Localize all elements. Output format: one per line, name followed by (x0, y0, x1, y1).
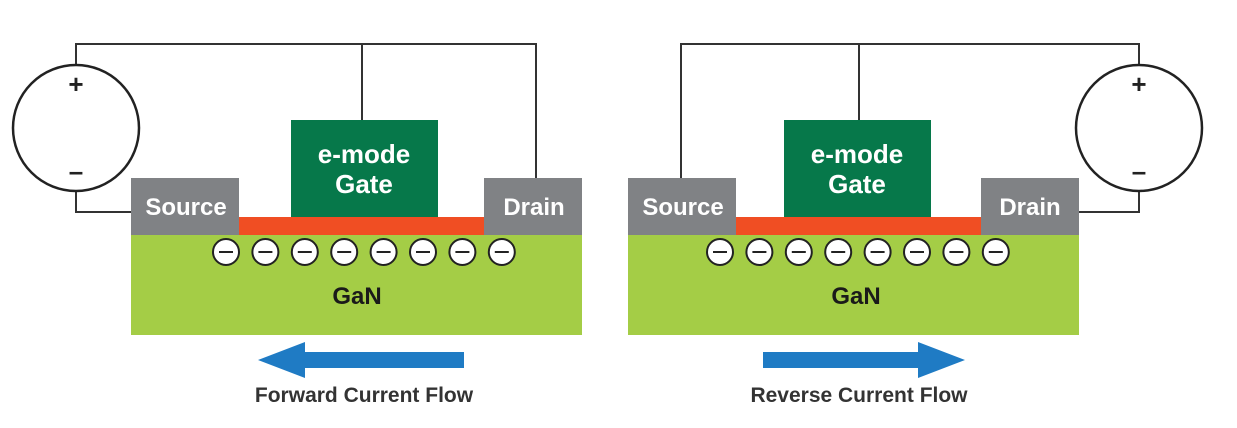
left-oxide-layer (238, 217, 484, 235)
right-electron (706, 238, 734, 266)
left-wire-top (75, 43, 537, 180)
left-electron (290, 238, 319, 266)
left-source-label: Source (145, 194, 226, 221)
right-panel: + – GaN e-mode Gate Source Drain Reverse… (628, 43, 1204, 407)
left-electron (369, 238, 398, 266)
right-gate (784, 120, 931, 217)
left-plus-sign: + (68, 69, 83, 99)
right-voltage-source (1074, 63, 1204, 193)
left-wire-bottom (75, 190, 133, 213)
right-wire-bottom (1078, 190, 1140, 213)
right-electron-row (706, 238, 1010, 266)
right-electron (903, 238, 931, 266)
right-current-arrow (763, 342, 965, 378)
left-electron (448, 238, 477, 266)
left-gate-label-1: e-mode (318, 139, 410, 169)
right-drain-label: Drain (999, 194, 1060, 221)
left-electron-row (212, 238, 516, 266)
left-panel: + – GaN e-mode Gate Source Drain Forward… (11, 43, 582, 407)
right-electron (784, 238, 813, 266)
right-minus-sign: – (1132, 156, 1146, 186)
left-electron (330, 238, 359, 266)
right-source-label: Source (642, 194, 723, 221)
left-gan-label: GaN (332, 283, 381, 310)
left-gate-label-2: Gate (335, 169, 393, 199)
left-electron (251, 238, 280, 266)
right-electron (863, 238, 892, 266)
left-voltage-source (11, 63, 141, 193)
right-electron (942, 238, 971, 266)
left-caption: Forward Current Flow (255, 384, 474, 407)
right-caption: Reverse Current Flow (750, 384, 968, 407)
left-drain (484, 178, 582, 235)
right-gan-label: GaN (831, 283, 880, 310)
right-electron (981, 238, 1010, 266)
right-source (628, 178, 736, 235)
left-drain-label: Drain (503, 194, 564, 221)
right-drain (981, 178, 1079, 235)
right-gate-label-2: Gate (828, 169, 886, 199)
right-wire-top (680, 43, 1140, 180)
right-gate-label-1: e-mode (811, 139, 903, 169)
right-plus-sign: + (1131, 69, 1146, 99)
right-electron (745, 238, 774, 266)
left-gate (291, 120, 438, 217)
right-oxide-layer (735, 217, 981, 235)
left-source (131, 178, 239, 235)
left-minus-sign: – (69, 156, 83, 186)
left-current-arrow (258, 342, 464, 378)
right-electron (824, 238, 853, 266)
left-electron (212, 238, 240, 266)
left-electron (409, 238, 437, 266)
left-electron (487, 238, 516, 266)
